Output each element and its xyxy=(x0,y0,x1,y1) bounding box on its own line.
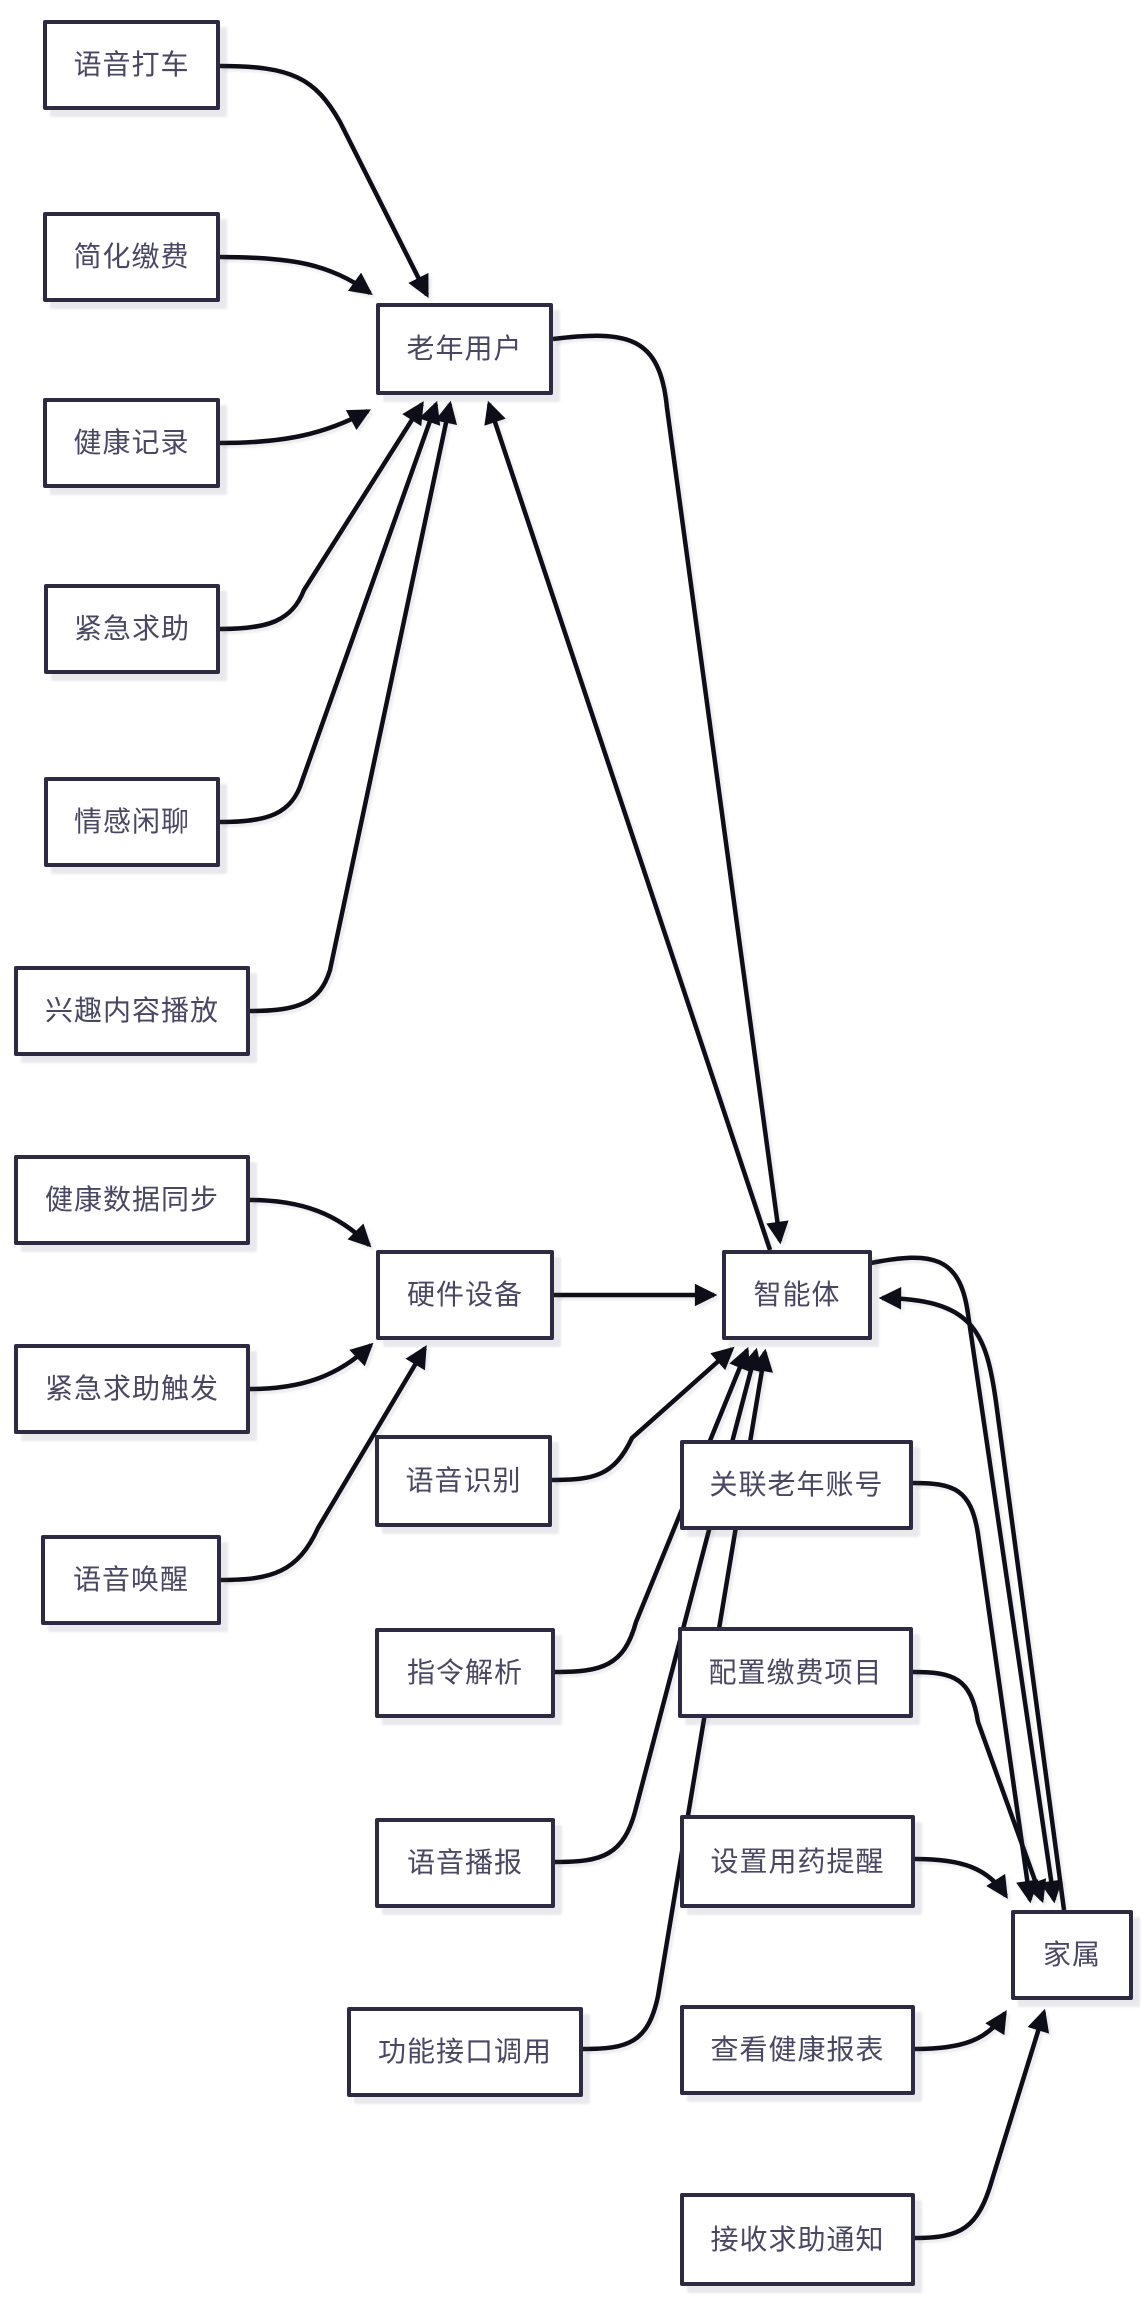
edge-command-parsing-to-agent xyxy=(554,1346,751,1675)
node-view-health-report[interactable]: 查看健康报表 xyxy=(680,2005,915,2095)
link-elderly-account-label: 关联老年账号 xyxy=(709,1469,884,1500)
node-hardware-device[interactable]: 硬件设备 xyxy=(376,1250,554,1340)
edge-voice-broadcast-to-agent xyxy=(554,1347,763,1865)
node-set-medication-reminder[interactable]: 设置用药提醒 xyxy=(680,1815,915,1908)
family-label: 家属 xyxy=(1042,1939,1101,1970)
agent-label: 智能体 xyxy=(753,1279,841,1310)
node-elderly-user[interactable]: 老年用户 xyxy=(376,303,553,395)
command-parsing-label: 指令解析 xyxy=(406,1657,523,1688)
emergency-help-trigger-label: 紧急求助触发 xyxy=(44,1373,219,1404)
edge-set-medication-reminder-to-family xyxy=(914,1856,1008,1899)
node-receive-help-notification[interactable]: 接收求助通知 xyxy=(680,2193,915,2286)
node-interest-content-playback[interactable]: 兴趣内容播放 xyxy=(14,966,250,1056)
speech-recognition-label: 语音识别 xyxy=(405,1465,522,1496)
node-function-api-call[interactable]: 功能接口调用 xyxy=(347,2007,583,2097)
node-health-records[interactable]: 健康记录 xyxy=(43,398,220,488)
node-command-parsing[interactable]: 指令解析 xyxy=(375,1628,555,1718)
edge-group xyxy=(219,63,1067,2241)
simplified-payment-label: 简化缴费 xyxy=(73,241,190,272)
node-emergency-help[interactable]: 紧急求助 xyxy=(44,584,220,674)
edge-configure-payment-items-to-family xyxy=(912,1669,1047,1904)
health-records-label: 健康记录 xyxy=(73,427,190,458)
edge-function-api-call-to-agent xyxy=(582,1348,773,2052)
node-health-data-sync[interactable]: 健康数据同步 xyxy=(14,1155,250,1245)
edge-speech-recognition-to-agent xyxy=(551,1346,735,1483)
edge-health-data-sync-to-hardware-device xyxy=(249,1197,372,1248)
node-voice-wakeup[interactable]: 语音唤醒 xyxy=(41,1535,221,1625)
receive-help-notification-label: 接收求助通知 xyxy=(710,2223,885,2255)
view-health-report-label: 查看健康报表 xyxy=(710,2034,885,2065)
edge-receive-help-notification-to-family xyxy=(914,2008,1050,2241)
node-voice-taxi[interactable]: 语音打车 xyxy=(43,20,220,110)
node-voice-broadcast[interactable]: 语音播报 xyxy=(375,1818,555,1908)
node-emergency-help-trigger[interactable]: 紧急求助触发 xyxy=(14,1344,250,1434)
edge-view-health-report-to-family xyxy=(914,2010,1007,2052)
node-emotional-chat[interactable]: 情感闲聊 xyxy=(44,777,220,867)
edge-emergency-help-to-elderly-user xyxy=(219,401,424,632)
edge-voice-wakeup-to-hardware-device xyxy=(220,1345,427,1583)
edge-elderly-user-to-agent xyxy=(552,333,789,1245)
voice-taxi-label: 语音打车 xyxy=(73,49,190,80)
edge-agent-to-family xyxy=(870,1255,1063,1904)
emotional-chat-label: 情感闲聊 xyxy=(73,806,190,837)
node-speech-recognition[interactable]: 语音识别 xyxy=(375,1435,552,1527)
voice-wakeup-label: 语音唤醒 xyxy=(72,1564,189,1595)
function-api-call-label: 功能接口调用 xyxy=(377,2036,552,2067)
node-simplified-payment[interactable]: 简化缴费 xyxy=(43,212,220,302)
node-agent[interactable]: 智能体 xyxy=(722,1250,872,1340)
edge-interest-content-playback-to-elderly-user xyxy=(249,400,458,1014)
edge-emergency-help-trigger-to-hardware-device xyxy=(249,1342,374,1392)
edge-voice-taxi-to-elderly-user xyxy=(219,63,430,299)
edge-simplified-payment-to-elderly-user xyxy=(219,254,373,295)
edge-health-records-to-elderly-user xyxy=(219,409,371,446)
set-medication-reminder-label: 设置用药提醒 xyxy=(710,1845,885,1877)
voice-broadcast-label: 语音播报 xyxy=(406,1847,523,1878)
edge-emotional-chat-to-elderly-user xyxy=(219,400,441,825)
node-link-elderly-account[interactable]: 关联老年账号 xyxy=(680,1440,913,1530)
node-family[interactable]: 家属 xyxy=(1011,1910,1133,2000)
elderly-user-label: 老年用户 xyxy=(406,333,523,364)
health-data-sync-label: 健康数据同步 xyxy=(44,1184,219,1215)
configure-payment-items-label: 配置缴费项目 xyxy=(708,1656,883,1688)
edge-link-elderly-account-to-family xyxy=(912,1480,1039,1904)
node-configure-payment-items[interactable]: 配置缴费项目 xyxy=(678,1627,913,1718)
emergency-help-label: 紧急求助 xyxy=(73,613,190,644)
hardware-device-label: 硬件设备 xyxy=(406,1279,523,1310)
interest-content-playback-label: 兴趣内容播放 xyxy=(44,995,219,1026)
edge-agent-to-elderly-user xyxy=(484,400,773,1251)
